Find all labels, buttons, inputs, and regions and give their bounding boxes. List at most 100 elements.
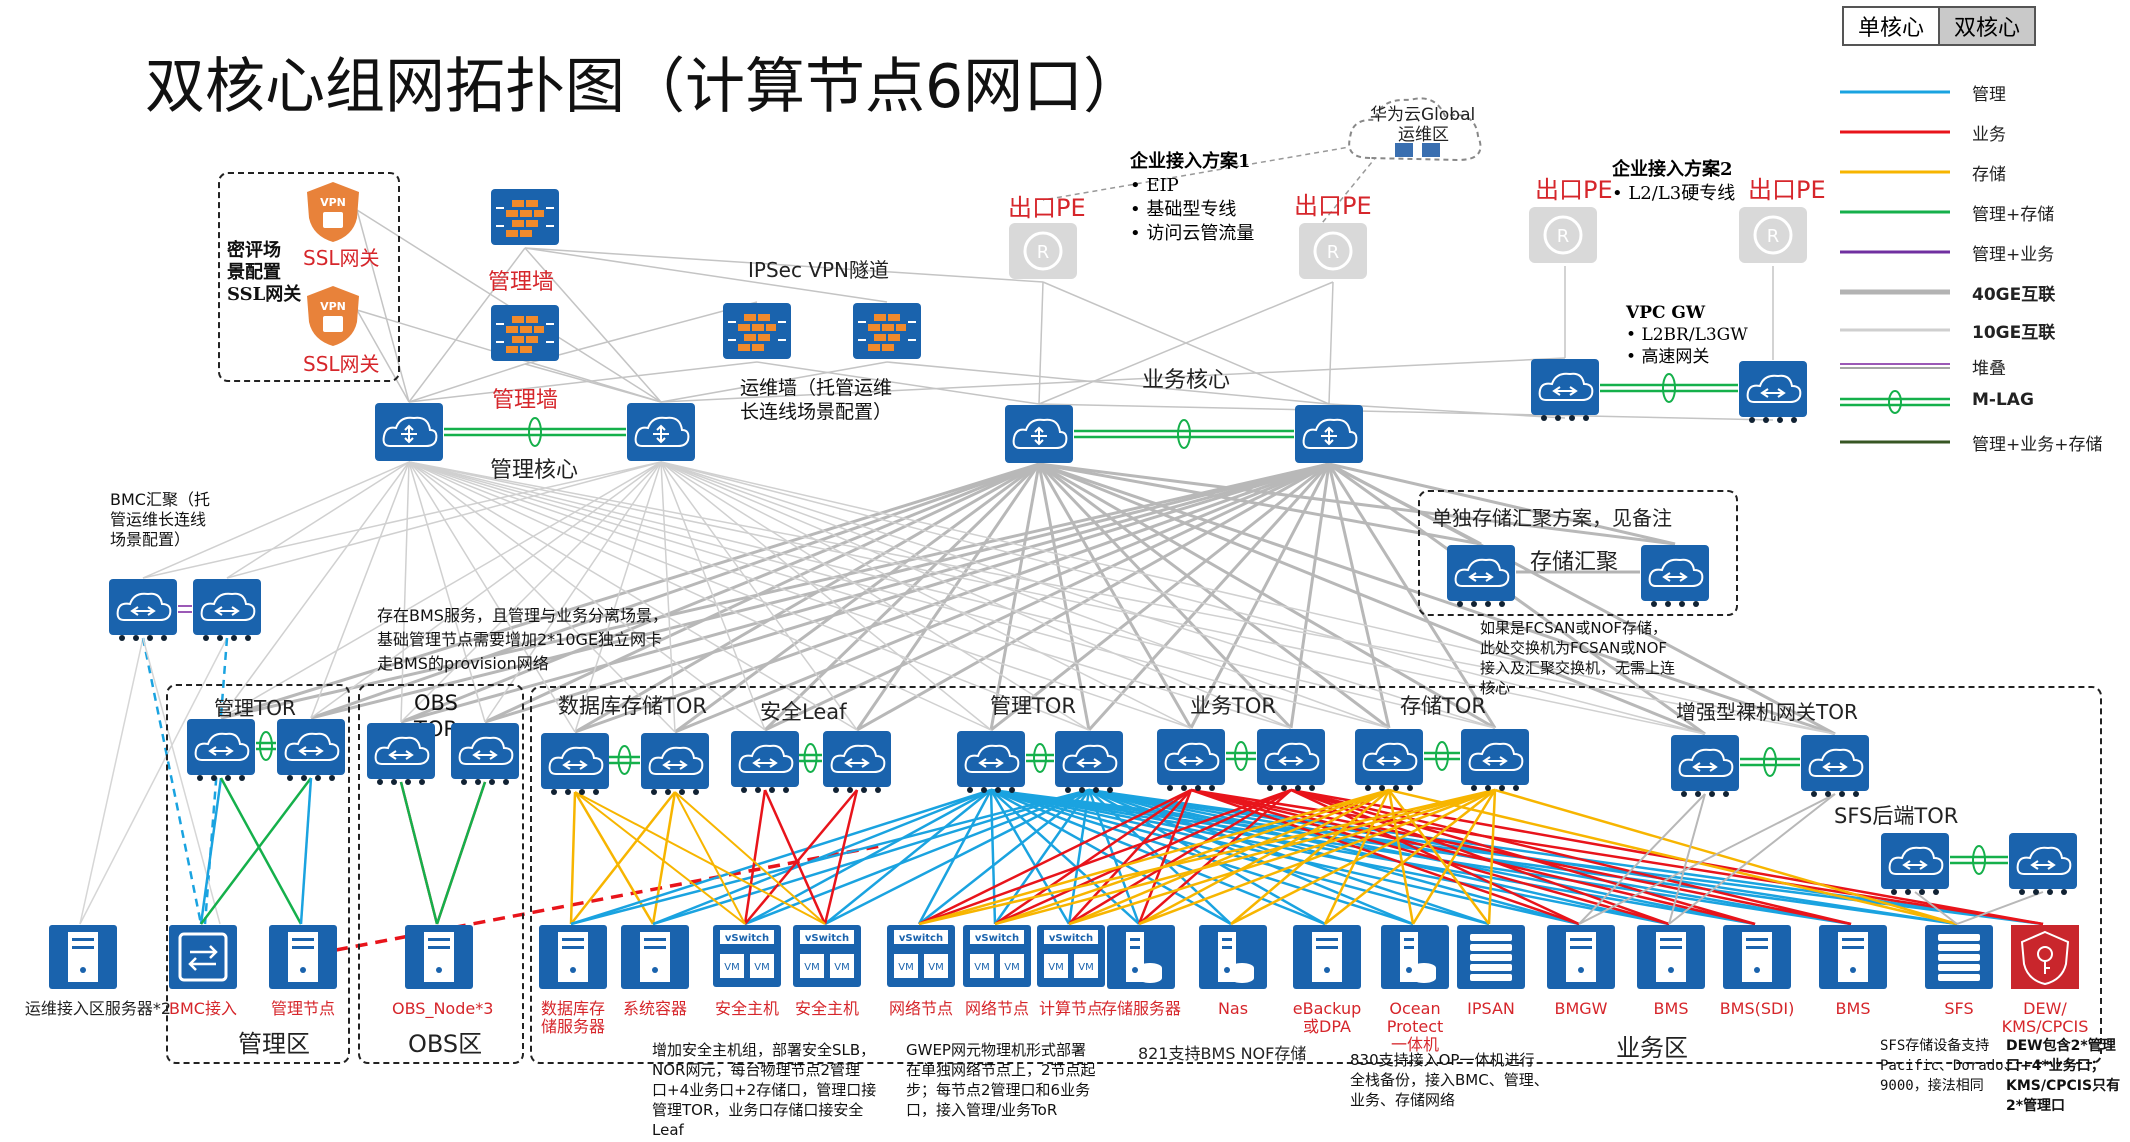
tor-switch-icon[interactable] <box>1800 734 1870 797</box>
tor-switch-icon[interactable] <box>1446 544 1516 607</box>
core-switch-icon[interactable] <box>626 402 696 462</box>
tab-dual-core[interactable]: 双核心 <box>1938 8 2035 44</box>
mode-tabs[interactable]: 单核心 双核心 <box>1842 6 2037 46</box>
storage-icon <box>1380 924 1450 994</box>
wire <box>660 461 858 731</box>
server-node[interactable]: 管理节点 <box>268 924 338 1018</box>
server-node[interactable]: BMS <box>1636 924 1706 1018</box>
server-node[interactable]: 存储服务器 <box>1101 924 1181 1018</box>
tor-switch-icon[interactable] <box>2008 832 2078 895</box>
tor-switch-icon[interactable] <box>1670 734 1740 797</box>
tor-switch-icon[interactable] <box>1460 728 1530 791</box>
tor-switch-icon[interactable] <box>1054 730 1124 793</box>
wire <box>660 461 1836 735</box>
tor-switch-icon[interactable] <box>1880 832 1950 895</box>
tor-switch-icon[interactable] <box>276 718 346 781</box>
server-icon <box>1292 924 1362 994</box>
core-switch-icon[interactable] <box>374 402 444 462</box>
router-pe-icon[interactable]: R <box>1528 206 1598 266</box>
vm-label: VM <box>804 962 819 973</box>
wire <box>1038 281 1044 405</box>
vswitch-label: vSwitch <box>1049 933 1093 944</box>
tor-switch-icon[interactable] <box>186 718 256 781</box>
tor-switch-icon[interactable] <box>956 730 1026 793</box>
core-switch-icon[interactable] <box>1004 404 1074 464</box>
legend-item: 存储 <box>1840 160 2130 185</box>
tor-switch-icon[interactable] <box>822 730 892 793</box>
wire <box>990 788 1756 926</box>
tor-switch-icon[interactable] <box>640 732 710 795</box>
tor-switch-icon[interactable] <box>108 578 178 641</box>
server-node[interactable]: IPSAN <box>1456 924 1526 1018</box>
wire <box>1230 788 1496 926</box>
server-node[interactable]: OBS_Node*3 <box>392 924 493 1018</box>
server-label: BMS <box>1835 999 1871 1018</box>
tor-switch-icon[interactable] <box>1256 728 1326 791</box>
server-label: 数据库存 储服务器 <box>540 999 605 1036</box>
ssl-gateway-label: SSL网关 <box>303 246 380 270</box>
wire <box>1324 789 1496 925</box>
vpn-shield-icon[interactable]: VPN <box>305 180 361 244</box>
server-node[interactable]: 系统容器 <box>620 924 690 1018</box>
ipsan-icon <box>1456 924 1526 994</box>
server-label: OBS_Node*3 <box>392 999 494 1018</box>
firewall-icon[interactable] <box>490 188 560 248</box>
svg-text:R: R <box>1037 242 1050 263</box>
server-node[interactable]: 运维接入区服务器*2 <box>25 924 171 1018</box>
server-node[interactable]: BMS <box>1818 924 1888 1018</box>
server-node[interactable]: Nas <box>1198 924 1268 1018</box>
wire <box>660 461 992 731</box>
server-icon <box>404 924 474 994</box>
legend-swatch <box>1840 170 1950 174</box>
wire <box>917 789 993 925</box>
tab-single-core[interactable]: 单核心 <box>1844 8 1939 44</box>
tor-switch-icon[interactable] <box>366 722 436 785</box>
server-node[interactable]: DEW/ KMS/CPCIS <box>2002 924 2088 1036</box>
wire <box>674 791 826 925</box>
wire <box>744 788 992 926</box>
server-node[interactable]: Ocean Protect 一体机 <box>1380 924 1450 1054</box>
tor-switch-icon[interactable] <box>1530 358 1600 421</box>
tor-switch-icon[interactable] <box>1156 728 1226 791</box>
wire <box>990 462 1330 732</box>
legend-item: 10GE互联 <box>1840 318 2130 343</box>
wire <box>660 461 766 731</box>
core-switch-icon[interactable] <box>1294 404 1364 464</box>
tor-switch-icon[interactable] <box>192 578 262 641</box>
tor-switch-icon[interactable] <box>1738 360 1808 423</box>
mlag-marker <box>1234 741 1248 771</box>
legend-label: 管理 <box>1972 85 2006 105</box>
pe-label: 出口PE <box>1535 176 1613 204</box>
tor-switch-icon[interactable] <box>540 732 610 795</box>
server-node[interactable]: BMC接入 <box>168 924 238 1018</box>
tor-switch-icon[interactable] <box>1354 728 1424 791</box>
server-node[interactable]: eBackup 或DPA <box>1292 924 1362 1036</box>
firewall-icon[interactable] <box>852 302 922 362</box>
vpn-shield-icon[interactable]: VPN <box>305 284 361 348</box>
wire <box>220 462 1330 720</box>
vpn-badge-text: VPN <box>320 300 346 313</box>
router-pe-icon[interactable]: R <box>1298 222 1368 282</box>
firewall-icon[interactable] <box>490 304 560 364</box>
server-node[interactable]: 数据库存 储服务器 <box>538 924 608 1036</box>
tor-switch-icon[interactable] <box>450 722 520 785</box>
security-note: 增加安全主机组，部署安全SLB， NOR网元，每台物理节点2管理 口+4业务口+… <box>652 1041 877 1139</box>
router-pe-icon[interactable]: R <box>1738 206 1808 266</box>
legend-label: 业务 <box>1972 125 2006 145</box>
legend-label: 10GE互联 <box>1972 323 2056 343</box>
tor-switch-icon[interactable] <box>1640 544 1710 607</box>
router-pe-icon[interactable]: R <box>1008 222 1078 282</box>
server-node[interactable]: BMGW <box>1546 924 1616 1018</box>
tor-switch-icon[interactable] <box>730 730 800 793</box>
firewall-icon[interactable] <box>722 302 792 362</box>
server-node[interactable]: SFS <box>1924 924 1994 1018</box>
wire <box>408 461 1192 729</box>
wire <box>570 791 676 925</box>
server-node[interactable]: BMS(SDI) <box>1720 924 1794 1018</box>
